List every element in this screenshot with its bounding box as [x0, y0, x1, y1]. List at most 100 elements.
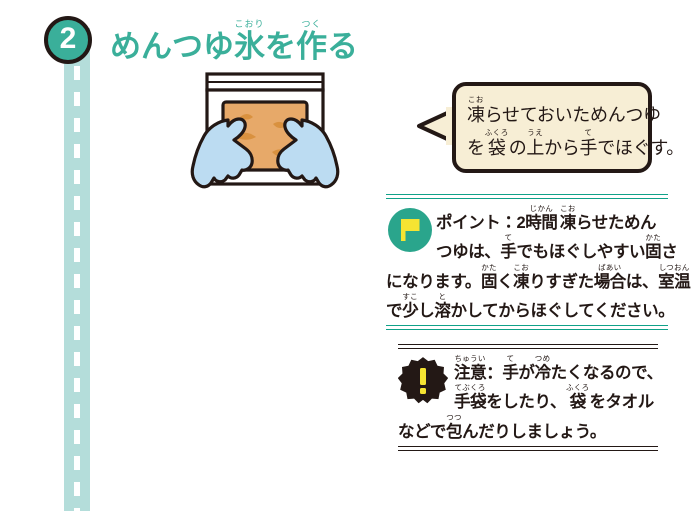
ruby-segment: ： — [486, 355, 503, 382]
ruby-segment: ばあい場合 — [593, 263, 627, 291]
base-text: く — [497, 272, 514, 291]
base-text: 上 — [526, 137, 545, 158]
base-text: らせておいためんつゆ — [484, 105, 661, 125]
furigana: ちゅうい — [454, 354, 486, 363]
ruby-segment: ふくろ袋 — [485, 129, 509, 158]
flag-icon — [388, 208, 432, 252]
base-text: ： — [486, 364, 503, 382]
ruby-segment: る — [327, 20, 358, 64]
furigana: こお — [513, 262, 530, 272]
base-text: が — [518, 364, 535, 382]
ruby-segment: めんつゆ — [110, 20, 234, 64]
ruby-segment: などで — [398, 414, 446, 441]
ruby-segment: をしたり、 — [486, 384, 566, 411]
furigana: て — [584, 127, 593, 137]
base-text: は、 — [625, 272, 659, 291]
base-text: 作 — [296, 29, 327, 65]
base-text: 凍 — [559, 214, 577, 232]
furigana: こお — [467, 95, 484, 104]
base-text: 手 — [500, 243, 517, 262]
ruby-segment: ちゅうい注意 — [454, 354, 487, 382]
furigana: ふくろ — [484, 127, 509, 137]
furigana: じかん — [529, 204, 554, 213]
ruby-segment: しつおん室温 — [658, 262, 691, 291]
caution-body: ちゅうい注意 ：て手 がつめ冷 たくなるので、てぶくろ手袋 をしたり、ふくろ袋 … — [397, 349, 663, 446]
ruby-segment: が — [518, 355, 535, 382]
road-dash-decoration — [74, 40, 80, 511]
base-text: さ — [661, 243, 678, 262]
exclamation-badge-icon — [397, 355, 449, 405]
title-ruby-line: めんつゆこおり氷 をつく作 る — [110, 20, 358, 64]
ruby-segment: たくなるので、 — [551, 355, 663, 382]
furigana: しつおん — [658, 262, 690, 272]
speech-bubble: こお凍 らせておいためんつゆ をふくろ袋 のうえ上 からて手 でほぐす。 — [452, 82, 684, 173]
caution-rule-bottom — [398, 445, 658, 451]
ruby-segment: で — [386, 293, 403, 320]
ruby-segment: じかん時間 — [525, 204, 558, 232]
base-text: る — [327, 29, 358, 65]
base-text: などで — [398, 422, 446, 441]
furigana: こお — [560, 204, 576, 213]
ruby-segment: し — [418, 293, 435, 320]
furigana: と — [438, 291, 447, 301]
ruby-segment: く — [497, 264, 514, 291]
page-title: めんつゆこおり氷 をつく作 る — [110, 20, 358, 64]
furigana: ふくろ — [566, 383, 590, 393]
speech-bubble-line: こお凍 らせておいためんつゆ — [467, 96, 661, 125]
ruby-segment: こお凍 — [467, 96, 485, 125]
base-text: になります。 — [386, 272, 481, 291]
ruby-segment: うえ上 — [526, 129, 544, 158]
ruby-segment: ポイント：2 — [436, 205, 526, 232]
base-text: 手袋 — [454, 393, 487, 412]
ruby-segment: りすぎた — [529, 264, 594, 291]
ruby-segment: つゆは、 — [436, 234, 501, 261]
base-text: を — [467, 137, 485, 158]
step-number-label: 2 — [59, 22, 77, 55]
furigana: つく — [301, 19, 322, 30]
ruby-segment: こおり氷 — [234, 20, 265, 64]
base-text: 注意 — [454, 364, 487, 382]
base-text: をタオル — [589, 393, 654, 412]
ruby-segment: は、 — [625, 264, 659, 291]
base-text: らせためん — [575, 214, 657, 232]
text-line: などでつつ包 んだりしましょう。 — [398, 413, 658, 441]
ruby-segment: つめ冷 — [534, 354, 552, 382]
base-text: でもほぐしやすい — [516, 243, 646, 262]
base-text: 凍 — [467, 105, 485, 125]
illustration-hands-holding-frozen-bag — [160, 72, 370, 194]
base-text: 溶 — [434, 301, 451, 320]
ruby-segment: になります。 — [386, 264, 481, 291]
base-text: 凍 — [513, 272, 530, 291]
ruby-segment: を — [265, 20, 296, 64]
ruby-segment: すこ少 — [402, 293, 419, 320]
base-text: かしてからほぐしてください。 — [450, 301, 675, 320]
furigana: うえ — [527, 127, 544, 137]
ruby-segment: を — [467, 129, 485, 158]
ruby-segment: んだりしましょう。 — [462, 414, 606, 441]
base-text: 場合 — [593, 272, 627, 291]
point-rule-bottom — [386, 325, 668, 331]
ruby-segment: をタオル — [589, 384, 654, 412]
base-text: 袋 — [569, 393, 587, 412]
ruby-segment: でほぐす。 — [597, 129, 684, 158]
base-text: 袋 — [487, 137, 506, 158]
base-text: んだりしましょう。 — [462, 422, 607, 441]
furigana: て — [504, 233, 513, 243]
base-text: りすぎた — [529, 272, 594, 291]
ruby-segment: でもほぐしやすい — [517, 234, 646, 261]
base-text: 包 — [445, 422, 463, 441]
ruby-segment: らせためん — [575, 205, 657, 232]
ruby-segment: つつ包 — [445, 413, 463, 441]
ruby-segment: らせておいためんつゆ — [485, 96, 661, 125]
base-text: でほぐす。 — [597, 137, 684, 158]
ruby-segment: て手 — [500, 233, 517, 262]
point-rule-top — [386, 194, 668, 199]
base-text: 冷 — [534, 364, 552, 382]
base-text: をしたり、 — [486, 393, 567, 412]
furigana: つめ — [534, 354, 551, 363]
text-line: ちゅうい注意 ：て手 がつめ冷 たくなるので、 — [398, 354, 663, 382]
base-text: たくなるので、 — [550, 364, 663, 382]
text-line: ですこ少 しと溶 かしてからほぐしてください。 — [386, 291, 675, 320]
